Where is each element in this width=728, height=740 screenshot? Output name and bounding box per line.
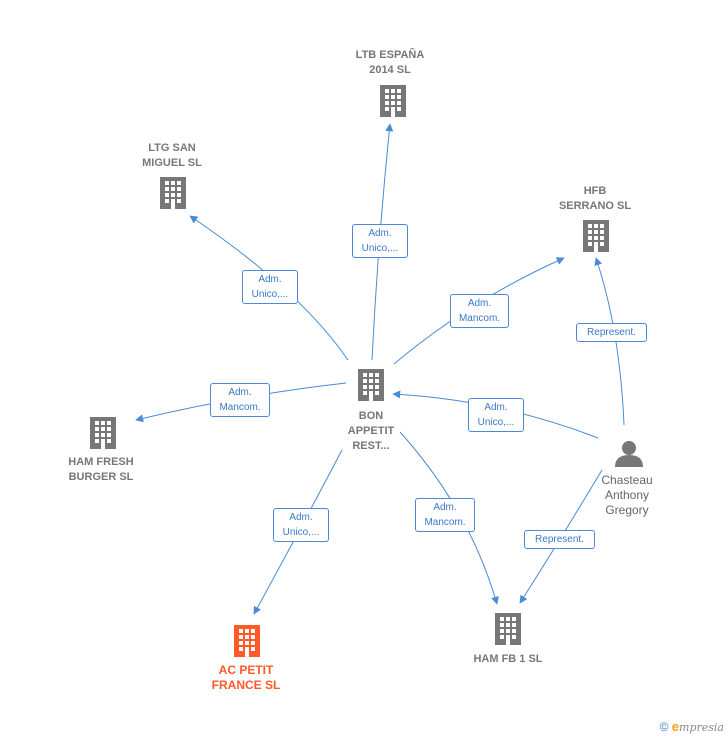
node-label-chasteau[interactable]: Chasteau Anthony Gregory bbox=[601, 473, 653, 517]
edge-label-chasteau-bon[interactable]: Adm. Unico,... bbox=[468, 398, 524, 432]
building-icon[interactable] bbox=[90, 417, 116, 449]
building-icon[interactable] bbox=[160, 177, 186, 209]
building-icon[interactable] bbox=[495, 613, 521, 645]
empresia-logo-icon: e bbox=[671, 719, 680, 734]
person-icon[interactable] bbox=[615, 441, 643, 467]
edge-label-bon-acpetit[interactable]: Adm. Unico,... bbox=[273, 508, 329, 542]
edge-label-chasteau-hfb[interactable]: Represent. bbox=[576, 323, 647, 342]
building-icon[interactable] bbox=[380, 85, 406, 117]
copyright-icon: © bbox=[659, 720, 669, 734]
building-icon[interactable] bbox=[358, 369, 384, 401]
building-icon[interactable] bbox=[234, 625, 260, 657]
node-label-ltg-san-miguel[interactable]: LTG SAN MIGUEL SL bbox=[142, 142, 202, 169]
brand-name: mpresia bbox=[679, 721, 724, 734]
edge-label-bon-hamfb1[interactable]: Adm. Mancom. bbox=[415, 498, 475, 532]
edge-label-bon-hfb[interactable]: Adm. Mancom. bbox=[450, 294, 509, 328]
edge-label-bon-hamfresh[interactable]: Adm. Mancom. bbox=[210, 383, 270, 417]
building-icon[interactable] bbox=[583, 220, 609, 252]
node-label-ham-fresh-burger[interactable]: HAM FRESH BURGER SL bbox=[68, 456, 134, 483]
node-label-ltb-espana[interactable]: LTB ESPAÑA 2014 SL bbox=[355, 49, 425, 76]
copyright-footer: © empresia bbox=[660, 719, 724, 734]
edge-label-chasteau-hamfb1[interactable]: Represent. bbox=[524, 530, 595, 549]
node-label-ham-fb1[interactable]: HAM FB 1 SL bbox=[473, 653, 543, 665]
edge-label-bon-ltb[interactable]: Adm. Unico,... bbox=[352, 224, 408, 258]
node-label-ac-petit-france[interactable]: AC PETIT FRANCE SL bbox=[211, 663, 281, 692]
node-label-hfb-serrano[interactable]: HFB SERRANO SL bbox=[558, 185, 632, 212]
edge-label-bon-ltg[interactable]: Adm. Unico,... bbox=[242, 270, 298, 304]
node-label-bon-appetit[interactable]: BON APPETIT REST... bbox=[347, 410, 395, 452]
